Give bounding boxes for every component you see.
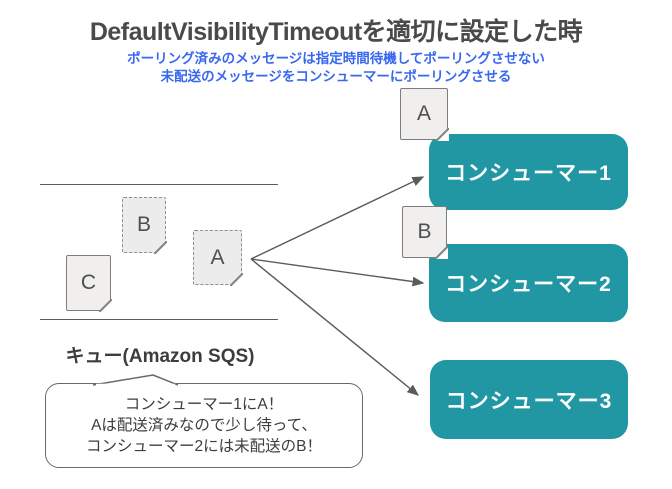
folded-corner-icon: [98, 298, 112, 312]
message-a-delivered-label: A: [416, 102, 431, 125]
folded-corner-icon: [435, 127, 449, 141]
callout-bubble: コンシューマー1にA！ Aは配送済みなので少し待って、 コンシューマー2には未配…: [45, 383, 363, 468]
message-c-icon: C: [66, 255, 112, 312]
folded-corner-icon: [229, 272, 243, 286]
consumer-3-label: コンシューマー3: [445, 389, 613, 413]
arrow-to-consumer-2: [250, 258, 425, 287]
page-title: DefaultVisibilityTimeoutを適切に設定した時: [89, 18, 583, 46]
folded-corner-icon: [434, 245, 448, 259]
callout-line-3: コンシューマー2には未配送のB！: [86, 438, 322, 455]
consumer-2-label: コンシューマー2: [445, 273, 612, 296]
message-b-pending-label: B: [136, 213, 151, 236]
subtitle: ポーリング済みのメッセージは指定時間待機してポーリングさせない 未配送のメッセー…: [0, 50, 672, 86]
arrow-to-consumer-3: [250, 258, 420, 396]
message-a-pending-label: A: [210, 245, 225, 269]
consumer-2-box: コンシューマー2: [429, 244, 628, 322]
queue-wall-bottom: [40, 319, 278, 320]
consumer-1-box: コンシューマー1: [429, 134, 628, 210]
subtitle-line-1: ポーリング済みのメッセージは指定時間待機してポーリングさせない: [127, 51, 545, 66]
consumer-3-box: コンシューマー3: [430, 360, 628, 439]
subtitle-line-2: 未配送のメッセージをコンシューマーにポーリングさせる: [160, 69, 512, 84]
message-a-delivered-icon: A: [400, 88, 449, 141]
consumer-1-label: コンシューマー1: [445, 162, 612, 185]
callout-line-1: コンシューマー1にA！: [124, 396, 284, 413]
message-c-label: C: [80, 271, 97, 294]
arrow-to-consumer-1: [250, 176, 425, 260]
folded-corner-icon: [153, 240, 167, 254]
queue-wall-top: [40, 184, 278, 185]
message-a-pending-icon: A: [193, 230, 243, 286]
message-b-pending-icon: B: [122, 197, 167, 254]
callout-line-2: Aは配送済みなので少し待って、: [91, 417, 317, 434]
queue-label: キュー(Amazon SQS): [65, 346, 255, 367]
message-b-delivered-label: B: [417, 220, 432, 243]
message-b-delivered-icon: B: [402, 206, 448, 259]
